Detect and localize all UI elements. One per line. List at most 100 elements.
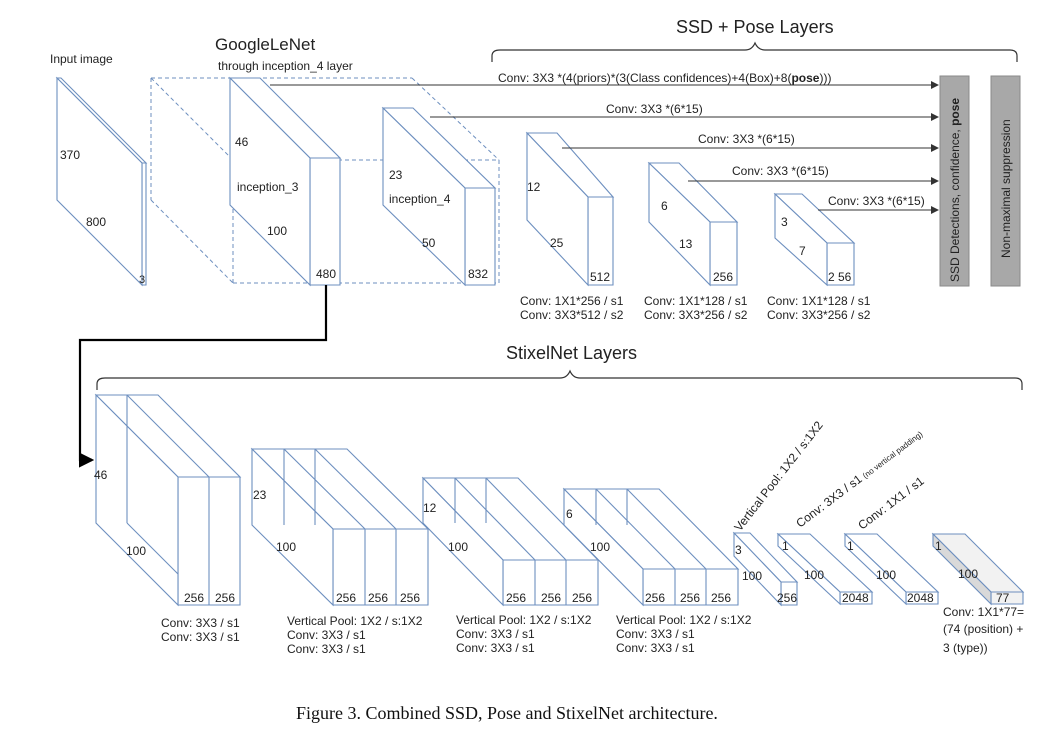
stixel4-conv3: Conv: 3X3 / s1 (616, 641, 695, 655)
stixel8-conv1: Conv: 1X1*77= (943, 605, 1024, 619)
inception3-width: 100 (267, 224, 287, 238)
stixel1-height: 46 (94, 468, 108, 482)
stixel1-depth2: 256 (215, 591, 235, 605)
ssd3-depth: 2 56 (828, 270, 852, 284)
inception4-width: 50 (422, 236, 436, 250)
stixel1-conv2: Conv: 3X3 / s1 (161, 630, 240, 644)
stixel8-depth: 77 (996, 591, 1010, 605)
stixel-block-8: 1 100 77 (931, 532, 1025, 606)
stixel1-width: 100 (126, 544, 146, 558)
stixel2-conv2: Conv: 3X3 / s1 (287, 628, 366, 642)
ssd-title: SSD + Pose Layers (676, 17, 834, 37)
ssd3-width: 7 (799, 244, 806, 258)
ssd3-height: 3 (781, 215, 788, 229)
stixel3-depth1: 256 (506, 591, 526, 605)
ssd3-conv2: Conv: 3X3*256 / s2 (767, 308, 871, 322)
stixel3-conv2: Conv: 3X3 / s1 (456, 627, 535, 641)
stixel3-depth3: 256 (572, 591, 592, 605)
inception3-height: 46 (235, 135, 249, 149)
conv4-label: Conv: 3X3 *(6*15) (732, 164, 829, 178)
input-image-label: Input image (50, 52, 113, 66)
ssd-detections-label: SSD Detections, confidence, pose (948, 98, 962, 282)
stixel7-width: 100 (876, 568, 896, 582)
stixel8-width: 100 (958, 567, 978, 581)
nms-bar: Non-maximal suppression (990, 75, 1021, 287)
ssd1-conv1: Conv: 1X1*256 / s1 (520, 294, 624, 308)
stixel-block-4: 6 100 256 256 256 (562, 487, 740, 607)
stixel8-height: 1 (935, 539, 942, 553)
ssd2-conv2: Conv: 3X3*256 / s2 (644, 308, 748, 322)
stixel3-conv3: Conv: 3X3 / s1 (456, 641, 535, 655)
inception4-label: inception_4 (389, 192, 451, 206)
stixelnet-title: StixelNet Layers (506, 343, 637, 363)
stixel-block-3: 12 100 256 256 256 (421, 476, 600, 607)
inception4-block: 23 inception_4 50 832 (381, 106, 497, 287)
stixel6-width: 100 (804, 568, 824, 582)
stixel4-depth1: 256 (645, 591, 665, 605)
inception4-depth: 832 (468, 267, 488, 281)
stixel4-conv2: Conv: 3X3 / s1 (616, 627, 695, 641)
stixel6-depth: 2048 (842, 591, 869, 605)
stixel-block-1: 46 100 256 256 (94, 393, 242, 607)
input-height: 370 (60, 148, 80, 162)
stixel5-height: 3 (735, 543, 742, 557)
inception3-block: 46 inception_3 100 480 (228, 76, 342, 287)
stixelnet-brace (96, 369, 1023, 390)
ssd1-width: 25 (550, 236, 564, 250)
stixel2-depth2: 256 (368, 591, 388, 605)
stixel4-depth2: 256 (680, 591, 700, 605)
stixel7-height: 1 (847, 539, 854, 553)
ssd-detections-bar: SSD Detections, confidence, pose (939, 75, 970, 287)
stixel3-width: 100 (448, 540, 468, 554)
figure-caption: Figure 3. Combined SSD, Pose and StixelN… (296, 703, 718, 723)
stixel5-depth: 256 (777, 591, 797, 605)
stixel2-width: 100 (276, 540, 296, 554)
stixel4-conv1: Vertical Pool: 1X2 / s:1X2 (616, 613, 752, 627)
ssd-block-1: 12 25 512 (525, 131, 615, 287)
stixel2-conv1: Vertical Pool: 1X2 / s:1X2 (287, 614, 423, 628)
conv5-label: Conv: 3X3 *(6*15) (828, 194, 925, 208)
stixelnet-connector-arrow (78, 285, 328, 468)
inception3-depth: 480 (316, 267, 336, 281)
googlenet-title: GoogleLeNet (215, 35, 315, 54)
googlenet-subtitle: through inception_4 layer (218, 59, 353, 73)
stixel7-depth: 2048 (907, 591, 934, 605)
ssd2-width: 13 (679, 237, 693, 251)
conv1-label: Conv: 3X3 *(4(priors)*(3(Class confidenc… (498, 71, 831, 85)
stixel3-height: 12 (423, 501, 437, 515)
ssd1-conv2: Conv: 3X3*512 / s2 (520, 308, 624, 322)
ssd1-depth: 512 (590, 270, 610, 284)
stixel-block-2: 23 100 256 256 256 (250, 447, 430, 607)
nms-label: Non-maximal suppression (999, 119, 1013, 258)
ssd-block-2: 6 13 256 (647, 161, 739, 287)
stixel8-conv3: 3 (type)) (943, 641, 988, 655)
inception3-label: inception_3 (237, 180, 299, 194)
conv3-label: Conv: 3X3 *(6*15) (698, 132, 795, 146)
stixel3-depth2: 256 (541, 591, 561, 605)
stixel8-conv2: (74 (position) + (943, 622, 1023, 636)
stixel1-depth1: 256 (184, 591, 204, 605)
input-image-block: 370 800 3 (55, 76, 148, 287)
ssd2-depth: 256 (713, 270, 733, 284)
stixel1-conv1: Conv: 3X3 / s1 (161, 616, 240, 630)
ssd-block-3: 3 7 2 56 (773, 192, 856, 287)
ssd-brace (491, 41, 1018, 62)
stixel4-width: 100 (590, 540, 610, 554)
ssd2-height: 6 (661, 199, 668, 213)
stixel3-conv1: Vertical Pool: 1X2 / s:1X2 (456, 613, 592, 627)
stixel2-depth3: 256 (400, 591, 420, 605)
input-depth: 3 (139, 274, 145, 286)
inception4-height: 23 (389, 168, 403, 182)
stixel2-conv3: Conv: 3X3 / s1 (287, 642, 366, 656)
ssd1-height: 12 (527, 180, 541, 194)
conv2-label: Conv: 3X3 *(6*15) (606, 102, 703, 116)
stixel5-width: 100 (742, 569, 762, 583)
ssd3-conv1: Conv: 1X1*128 / s1 (767, 294, 871, 308)
stixel2-depth1: 256 (336, 591, 356, 605)
stixel4-height: 6 (566, 507, 573, 521)
stixel4-depth3: 256 (711, 591, 731, 605)
ssd2-conv1: Conv: 1X1*128 / s1 (644, 294, 748, 308)
stixel7-label: Conv: 1X1 / s1 (855, 474, 927, 533)
stixel6-height: 1 (782, 539, 789, 553)
